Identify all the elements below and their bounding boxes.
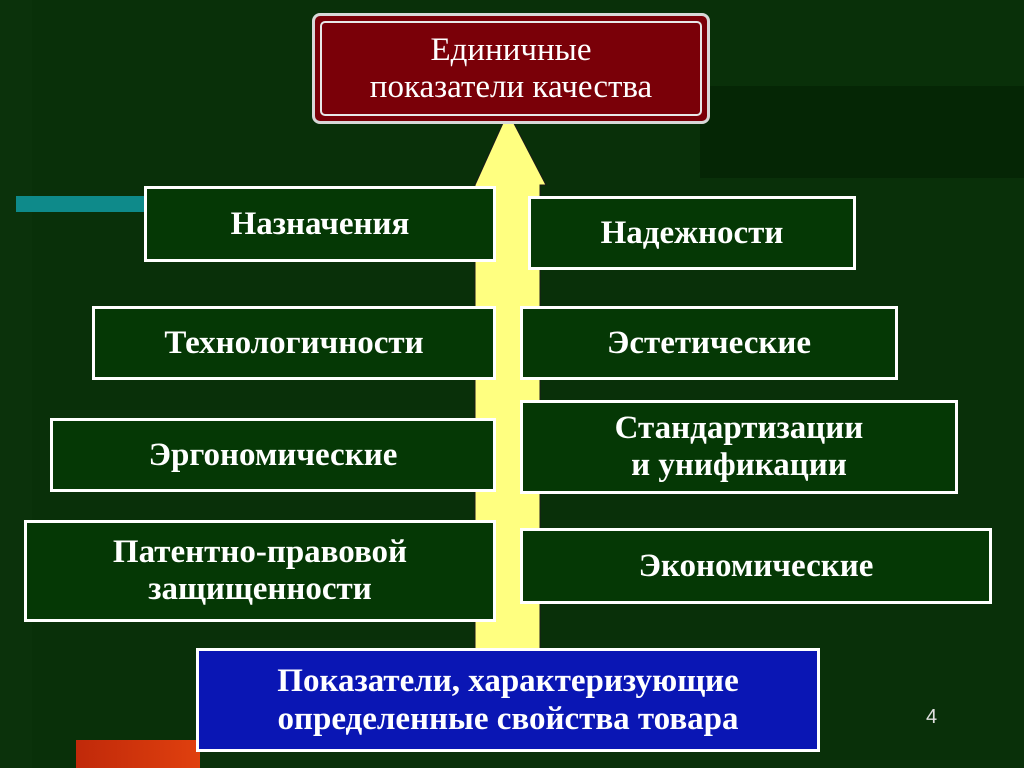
box-esteticheskie: Эстетические [520,306,898,380]
box-label: Патентно-правовой защищенности [112,534,408,607]
bottom-text: Показатели, характеризующие определенные… [277,663,739,737]
box-label: Назначения [230,205,410,242]
box-label: Технологичности [164,324,424,361]
box-label: Эстетические [606,324,812,361]
box-ergonomicheskie: Эргономические [50,418,496,492]
box-naznacheniya: Назначения [144,186,496,262]
teal-decorative-bar [16,196,146,212]
bottom-box: Показатели, характеризующие определенные… [196,648,820,752]
page-number: 4 [926,706,938,728]
box-tekhnologichnosti: Технологичности [92,306,496,380]
box-ekonomicheskie: Экономические [520,528,992,604]
box-nadezhnosti: Надежности [528,196,856,270]
title-text: Единичные показатели качества [369,31,653,105]
box-label: Стандартизации и унификации [614,410,864,483]
right-decorative-band [700,86,1024,178]
box-patentno-pravovoy: Патентно-правовой защищенности [24,520,496,622]
box-label: Экономические [638,547,874,584]
box-label: Надежности [600,214,784,251]
title-box-inner-border [320,21,702,116]
box-standartizatsii: Стандартизации и унификации [520,400,958,494]
red-decorative-bar [76,740,200,768]
left-decorative-column [0,0,32,768]
box-label: Эргономические [148,436,398,473]
title-box: Единичные показатели качества [312,13,710,124]
